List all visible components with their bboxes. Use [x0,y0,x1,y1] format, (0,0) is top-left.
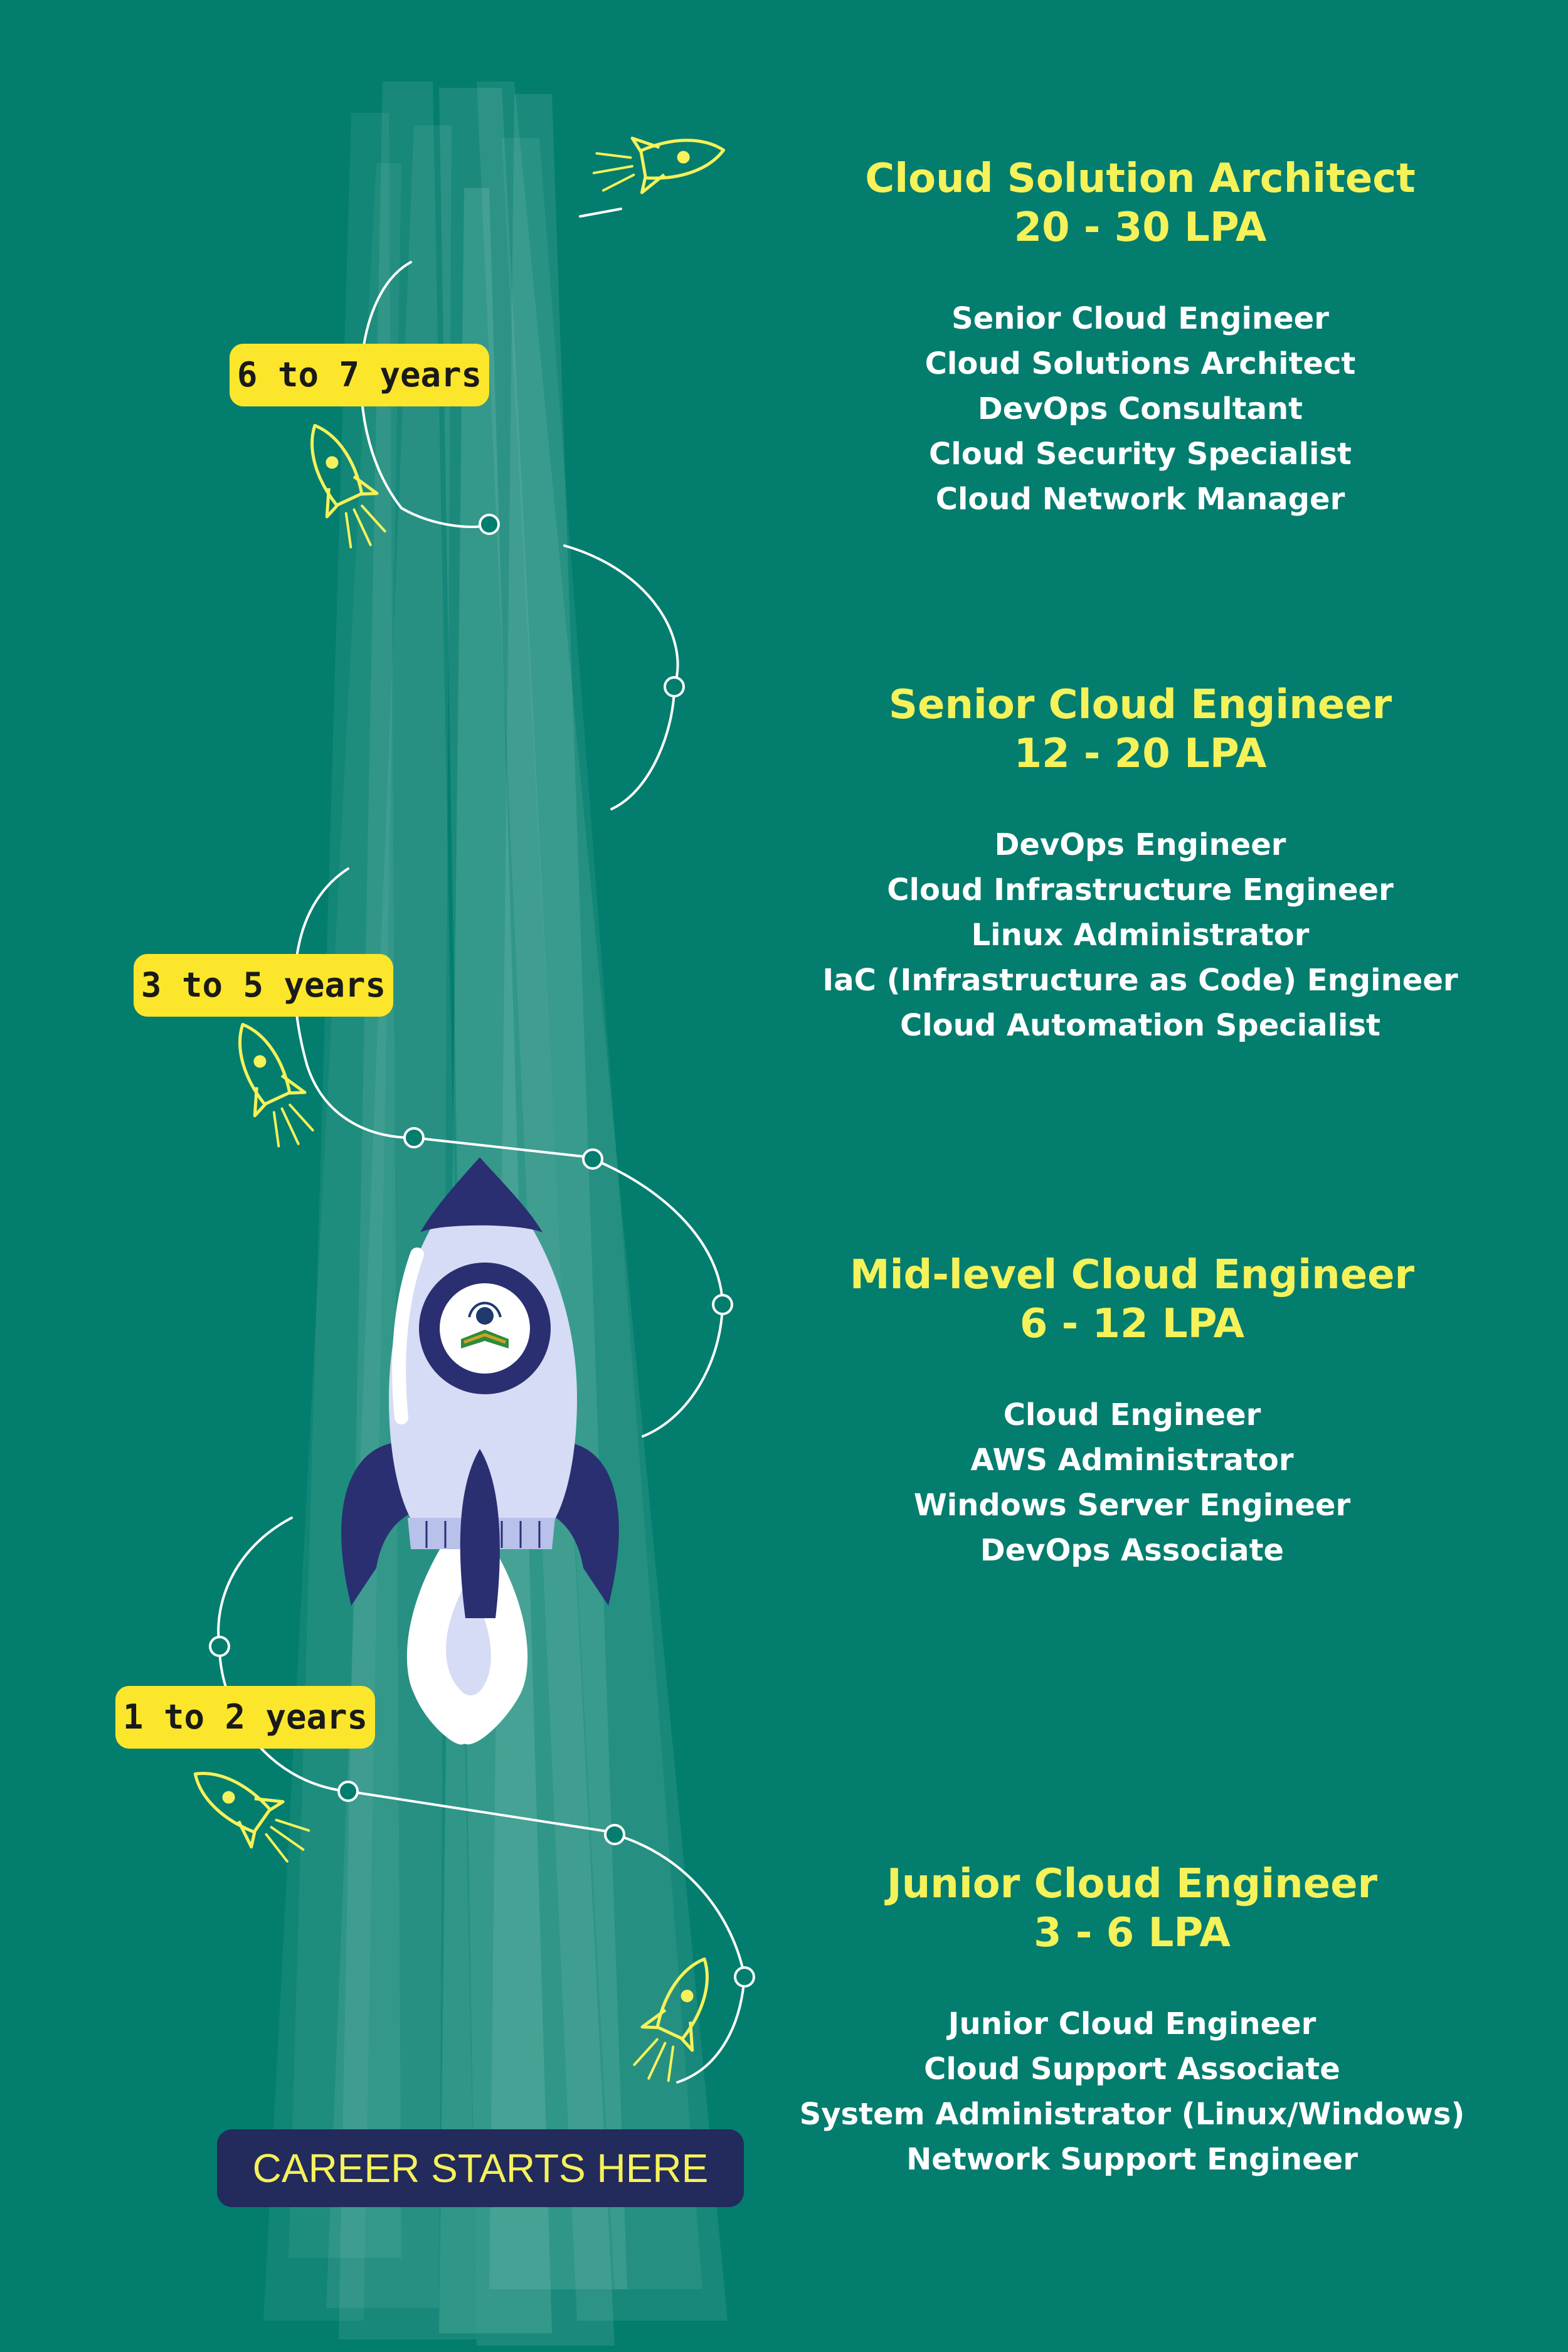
role-item: Cloud Support Associate [924,2052,1340,2087]
role-item: Cloud Automation Specialist [899,1008,1380,1043]
role-item: Junior Cloud Engineer [948,2006,1316,2042]
badge-1-to-2-years: 1 to 2 years [115,1686,375,1749]
role-item: System Administrator (Linux/Windows) [799,2097,1465,2132]
path-dot-icon [582,1148,603,1170]
role-item: Cloud Engineer [1003,1397,1261,1433]
stage-junior-cloud-engineer: Junior Cloud Engineer 3 - 6 LPA Junior C… [756,1860,1508,2182]
path-dot-icon [209,1636,230,1657]
stage-title: Senior Cloud Engineer [888,682,1392,728]
path-dot-icon [734,1966,755,1988]
role-item: Windows Server Engineer [913,1488,1351,1523]
role-item: IaC (Infrastructure as Code) Engineer [822,963,1458,998]
role-list: Junior Cloud Engineer Cloud Support Asso… [756,2001,1508,2182]
role-item: Cloud Infrastructure Engineer [887,872,1394,908]
path-dots [209,514,755,1988]
role-list: Cloud Engineer AWS Administrator Windows… [756,1392,1508,1573]
role-item: Cloud Security Specialist [929,437,1352,472]
stage-salary: 20 - 30 LPA [1014,204,1267,251]
stage-title: Mid-level Cloud Engineer [849,1252,1415,1298]
badge-6-to-7-years: 6 to 7 years [230,344,489,406]
journey-path [217,208,746,2084]
path-dot-icon [403,1127,425,1148]
stage-title: Junior Cloud Engineer [886,1861,1378,1907]
role-item: AWS Administrator [970,1443,1294,1478]
path-dot-icon [712,1294,733,1315]
role-list: DevOps Engineer Cloud Infrastructure Eng… [764,822,1517,1048]
path-dot-icon [664,676,685,697]
stage-title: Cloud Solution Architect [865,156,1416,202]
role-item: DevOps Associate [980,1533,1285,1568]
career-starts-here-button[interactable]: CAREER STARTS HERE [217,2129,744,2207]
role-item: Linux Administrator [971,918,1310,953]
stage-salary: 3 - 6 LPA [1034,1910,1231,1956]
badge-3-to-5-years: 3 to 5 years [134,954,393,1017]
stage-mid-level-cloud-engineer: Mid-level Cloud Engineer 6 - 12 LPA Clou… [756,1251,1508,1573]
stage-salary: 6 - 12 LPA [1019,1301,1245,1347]
role-item: Network Support Engineer [906,2142,1358,2177]
path-dot-icon [604,1824,625,1845]
stage-cloud-solution-architect: Cloud Solution Architect 20 - 30 LPA Sen… [764,154,1517,522]
small-rocket-icon [589,123,728,200]
role-item: Senior Cloud Engineer [951,301,1329,336]
role-item: DevOps Engineer [994,827,1286,862]
logo-emblem [461,1301,509,1348]
light-beams [263,82,728,2346]
path-dot-icon [337,1781,359,1802]
stage-senior-cloud-engineer: Senior Cloud Engineer 12 - 20 LPA DevOps… [764,681,1517,1048]
role-item: DevOps Consultant [977,391,1303,426]
path-dot-icon [479,514,500,535]
role-list: Senior Cloud Engineer Cloud Solutions Ar… [764,296,1517,522]
role-item: Cloud Network Manager [935,482,1345,517]
role-item: Cloud Solutions Architect [924,346,1356,381]
small-rocket-icon [218,1013,324,1156]
rocket-illustration [341,1157,619,1745]
stage-salary: 12 - 20 LPA [1014,731,1267,777]
